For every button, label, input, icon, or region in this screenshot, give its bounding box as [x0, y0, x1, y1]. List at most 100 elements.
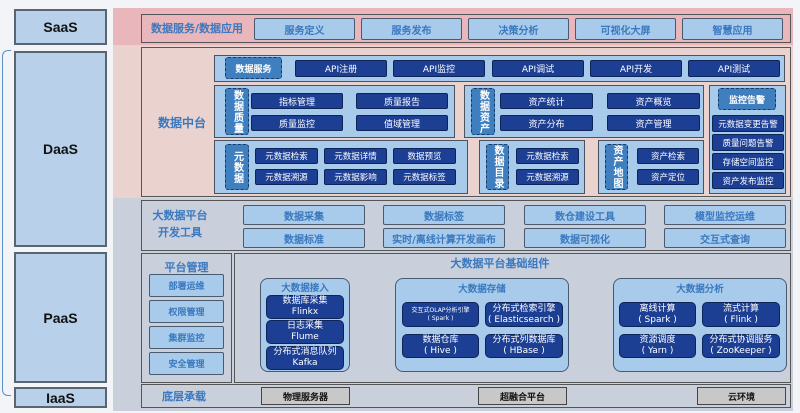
saas-item[interactable]: 服务发布	[361, 18, 462, 40]
platform-item[interactable]: 集群监控	[149, 326, 224, 349]
layer-iaas: IaaS	[14, 387, 107, 408]
quality-item[interactable]: 质量监控	[251, 115, 343, 131]
asset-item[interactable]: 资产统计	[500, 93, 593, 109]
base-panel	[234, 253, 791, 383]
ingest-item-tech: Flinkx	[291, 307, 319, 317]
platform-title: 平台管理	[164, 261, 209, 274]
metadata-item[interactable]: 元数据影响	[324, 169, 387, 185]
quality-item[interactable]: 质量报告	[356, 93, 448, 109]
storage-item-tech: ( Spark )	[427, 314, 454, 322]
analysis-item-name: 分布式协调服务	[709, 335, 773, 345]
devtools-title-line1: 大数据平台	[152, 209, 208, 222]
storage-item[interactable]: 分布式列数据库( HBase )	[485, 334, 563, 358]
metadata-item[interactable]: 元数据详情	[324, 148, 387, 164]
metadata-item[interactable]: 元数据检索	[255, 148, 318, 164]
saas-item[interactable]: 智慧应用	[682, 18, 783, 40]
analysis-item-tech: ( Yarn )	[641, 346, 674, 356]
platform-panel	[141, 253, 232, 383]
metadata-item[interactable]: 元数据标签	[393, 169, 456, 185]
analysis-item[interactable]: 离线计算( Spark )	[619, 302, 696, 327]
ingest-item-tech: Flume	[291, 332, 319, 342]
monitor-item[interactable]: 质量问题告警	[712, 134, 784, 151]
asset-item[interactable]: 资产管理	[607, 115, 700, 131]
storage-item-name: 数据仓库	[422, 335, 459, 345]
storage-item[interactable]: 数据仓库( Hive )	[402, 334, 479, 358]
monitor-item[interactable]: 元数据变更告警	[712, 115, 784, 132]
devtools-item[interactable]: 模型监控运维	[664, 205, 786, 225]
api-label: 数据服务	[225, 57, 282, 79]
storage-item-tech: ( Hive )	[424, 346, 457, 356]
analysis-item-tech: ( ZooKeeper )	[710, 346, 772, 356]
api-item[interactable]: API开发	[590, 60, 682, 77]
devtools-item[interactable]: 数仓建设工具	[524, 205, 646, 225]
assetmap-label: 资产地图	[605, 144, 628, 190]
catalog-item[interactable]: 元数据检索	[516, 148, 579, 164]
platform-item[interactable]: 部署运维	[149, 274, 224, 297]
devtools-item[interactable]: 数据标签	[383, 205, 505, 225]
infra-item[interactable]: 物理服务器	[261, 387, 350, 405]
platform-item[interactable]: 安全管理	[149, 352, 224, 375]
api-item[interactable]: API监控	[393, 60, 485, 77]
infra-item[interactable]: 超融合平台	[478, 387, 567, 405]
layer-daas: DaaS	[14, 51, 107, 247]
analysis-item-name: 离线计算	[639, 303, 676, 314]
saas-item[interactable]: 可视化大屏	[575, 18, 676, 40]
asset-item[interactable]: 资产分布	[500, 115, 593, 131]
ingest-item-name: 分布式消息队列	[273, 347, 337, 357]
monitor-label: 监控告警	[718, 88, 776, 110]
api-item[interactable]: API注册	[295, 60, 387, 77]
analysis-item-name: 流式计算	[722, 303, 759, 314]
infra-panel	[141, 384, 791, 408]
platform-item[interactable]: 权限管理	[149, 300, 224, 323]
quality-item[interactable]: 值域管理	[356, 115, 448, 131]
storage-item[interactable]: 分布式检索引擎( Elasticsearch )	[485, 302, 563, 327]
devtools-item[interactable]: 数据标准	[243, 228, 365, 248]
daas-title: 数据中台	[157, 115, 206, 130]
analysis-item[interactable]: 资源调度( Yarn )	[619, 334, 696, 358]
devtools-item[interactable]: 实时/离线计算开发画布	[383, 228, 505, 248]
ingest-item-name: 日志采集	[286, 321, 323, 331]
storage-item-tech: ( HBase )	[503, 346, 545, 356]
analysis-item[interactable]: 分布式协调服务( ZooKeeper )	[702, 334, 780, 358]
metadata-label: 元数据	[225, 144, 249, 190]
saas-panel	[141, 14, 791, 43]
assetmap-item[interactable]: 资产定位	[637, 169, 699, 185]
base-title: 大数据平台基础组件	[450, 257, 550, 270]
devtools-item[interactable]: 交互式查询	[664, 228, 786, 248]
devtools-item[interactable]: 数据采集	[243, 205, 365, 225]
analysis-item-name: 资源调度	[639, 335, 676, 345]
infra-title: 底层承载	[162, 390, 206, 403]
catalog-item[interactable]: 元数据溯源	[516, 169, 579, 185]
analysis-title: 大数据分析	[676, 284, 724, 295]
ingest-item-name: 数据库采集	[282, 296, 328, 306]
catalog-label: 数据目录	[486, 144, 509, 190]
metadata-item[interactable]: 数据预览	[393, 148, 456, 164]
storage-item-name: 分布式检索引擎	[492, 303, 556, 314]
api-item[interactable]: API测试	[688, 60, 780, 77]
ingest-item-tech: Kafka	[292, 358, 318, 368]
layer-saas: SaaS	[14, 9, 107, 45]
devtools-panel	[141, 200, 791, 251]
monitor-item[interactable]: 存储空间监控	[712, 153, 784, 170]
analysis-item[interactable]: 流式计算( Flink )	[702, 302, 780, 327]
monitor-item[interactable]: 资产发布监控	[712, 172, 784, 189]
devtools-item[interactable]: 数据可视化	[524, 228, 646, 248]
assetmap-item[interactable]: 资产检索	[637, 148, 699, 164]
saas-item[interactable]: 决策分析	[468, 18, 569, 40]
quality-item[interactable]: 指标管理	[251, 93, 343, 109]
storage-item[interactable]: 交互式OLAP分析引擎( Spark )	[402, 302, 479, 327]
metadata-item[interactable]: 元数据溯源	[255, 169, 318, 185]
api-item[interactable]: API调试	[492, 60, 584, 77]
daas-panel	[141, 47, 791, 197]
quality-label: 数据质量	[225, 88, 249, 135]
layer-bracket	[2, 50, 11, 396]
infra-item[interactable]: 云环境	[697, 387, 786, 405]
saas-item[interactable]: 服务定义	[254, 18, 355, 40]
saas-title: 数据服务/数据应用	[150, 22, 244, 35]
asset-item[interactable]: 资产概览	[607, 93, 700, 109]
layer-paas: PaaS	[14, 252, 107, 383]
asset-label: 数据资产	[471, 88, 495, 135]
